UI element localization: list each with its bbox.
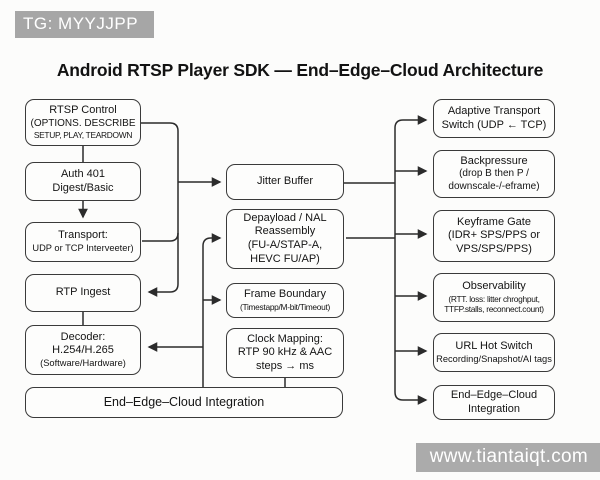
node-line: Decoder: xyxy=(60,330,106,343)
node-auth-401: Auth 401 Digest/Basic xyxy=(25,162,141,201)
node-line: Keyframe Gate xyxy=(457,215,531,228)
telegram-badge: TG: MYYJJPP xyxy=(15,11,155,38)
node-line: (IDR+ SPS/PPS or xyxy=(447,229,540,242)
node-line: steps → ms xyxy=(255,359,315,372)
node-line: TTFP.stalls, reconnect.count) xyxy=(444,304,544,315)
node-line: (FU-A/STAP-A, xyxy=(247,239,323,251)
node-decoder: Decoder: H.254/H.265 (Software/Hardware) xyxy=(25,325,141,375)
node-line: End–Edge–Cloud Integration xyxy=(103,394,265,409)
node-frame-boundary: Frame Boundary (Timestapp/M-bit/Timeout) xyxy=(226,283,344,318)
node-line: SETUP, PLAY, TEARDOWN xyxy=(33,130,133,141)
node-observability: Observability (RTT. loss: litter chroghp… xyxy=(433,273,555,322)
connector-transport-join xyxy=(142,232,179,242)
node-end-edge-cloud-integration-wide: End–Edge–Cloud Integration xyxy=(25,387,343,418)
node-line: (RTT. loss: litter chroghput, xyxy=(448,293,540,304)
node-backpressure: Backpressure (drop B then P / downscale-… xyxy=(433,150,555,198)
node-line: HEVC FU/AP) xyxy=(250,252,320,265)
node-line: Transport: xyxy=(58,229,108,242)
node-line: downscale-/-eframe) xyxy=(448,180,540,192)
connector-rtsp-bus xyxy=(141,122,179,297)
node-line: (Software/Hardware) xyxy=(40,357,126,368)
connector-bus-to-adaptive xyxy=(394,115,428,129)
node-rtsp-control: RTSP Control (OPTIONS. DESCRIBE SETUP, P… xyxy=(25,99,141,146)
node-line: VPS/SPS/PPS) xyxy=(456,242,532,255)
node-line: (drop B then P / xyxy=(459,168,529,180)
node-line: (Timestapp/M-bit/Timeout) xyxy=(239,302,331,313)
node-line: URL Hot Switch xyxy=(455,339,533,352)
node-line: Backpressure xyxy=(460,154,528,167)
node-line: (OPTIONS. DESCRIBE xyxy=(30,117,136,129)
node-line: Depayload / NAL xyxy=(243,211,327,224)
node-line: Clock Mapping: xyxy=(247,332,323,345)
node-transport: Transport: UDP or TCP Interveeter) xyxy=(25,222,141,262)
node-url-hot-switch: URL Hot Switch Recording/Snapshot/AI tag… xyxy=(433,333,555,372)
connector-integration-bus xyxy=(202,233,222,387)
node-line: Frame Boundary xyxy=(244,288,326,301)
node-line: Integration xyxy=(468,402,520,415)
node-line: UDP or TCP Interveeter) xyxy=(32,243,134,254)
node-line: Switch (UDP ← TCP) xyxy=(441,118,547,131)
node-line: RTSP Control xyxy=(49,104,117,117)
node-line: RTP Ingest xyxy=(55,286,111,299)
node-line: Auth 401 xyxy=(60,167,106,180)
node-keyframe-gate: Keyframe Gate (IDR+ SPS/PPS or VPS/SPS/P… xyxy=(433,210,555,262)
node-jitter-buffer: Jitter Buffer xyxy=(226,164,344,200)
node-line: Observability xyxy=(462,280,526,293)
node-end-edge-cloud-integration-right: End–Edge–Cloud Integration xyxy=(433,385,555,420)
node-line: RTP 90 kHz & AAC xyxy=(237,346,333,359)
node-clock-mapping: Clock Mapping: RTP 90 kHz & AAC steps → … xyxy=(226,328,344,378)
node-line: Reassembly xyxy=(254,225,316,238)
node-adaptive-transport-switch: Adaptive Transport Switch (UDP ← TCP) xyxy=(433,99,555,138)
node-line: Digest/Basic xyxy=(52,181,114,194)
node-line: Adaptive Transport xyxy=(447,104,541,117)
page-title: Android RTSP Player SDK — End–Edge–Cloud… xyxy=(56,60,544,80)
node-line: H.254/H.265 xyxy=(52,344,114,357)
node-line: Jitter Buffer xyxy=(256,175,314,188)
node-line: End–Edge–Cloud xyxy=(450,388,538,401)
connector-bus-to-integration-right xyxy=(394,391,428,405)
node-line: Recording/Snapshot/AI tags xyxy=(436,353,552,364)
node-rtp-ingest: RTP Ingest xyxy=(25,274,141,312)
watermark: www.tiantaiqt.com xyxy=(415,443,600,472)
node-depayload-nal: Depayload / NAL Reassembly (FU-A/STAP-A,… xyxy=(226,209,344,269)
